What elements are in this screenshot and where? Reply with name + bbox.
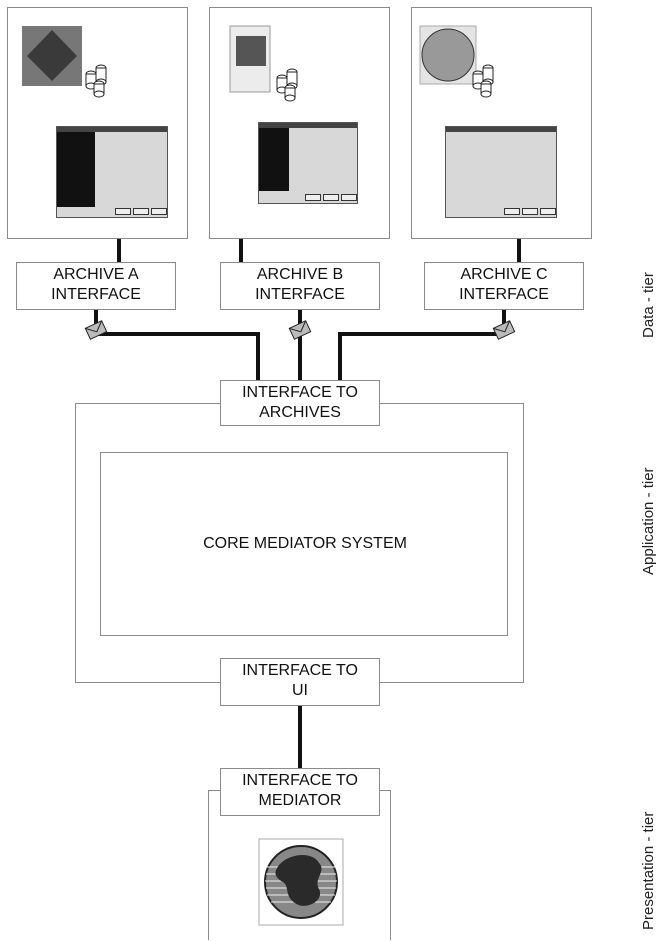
archive-c-interface: ARCHIVE C INTERFACE	[424, 262, 584, 310]
interface-to-mediator: INTERFACE TO MEDIATOR	[220, 768, 380, 816]
globe-icon	[258, 838, 344, 926]
square-database-icon	[229, 25, 298, 102]
archive-a-panel	[7, 7, 188, 239]
archive-a-window	[56, 126, 168, 218]
connector-c-archives	[338, 310, 506, 380]
interface-archives-line2: ARCHIVES	[259, 404, 341, 421]
tier-label-presentation: Presentation - tier	[640, 811, 657, 930]
core-mediator-box: CORE MEDIATOR SYSTEM	[100, 452, 508, 636]
interface-to-archives: INTERFACE TO ARCHIVES	[220, 380, 380, 426]
interface-archives-line1: INTERFACE TO	[242, 384, 358, 401]
archive-c-line1: ARCHIVE C	[460, 266, 548, 283]
diamond-database-icon	[22, 26, 107, 98]
interface-to-ui: INTERFACE TO UI	[220, 658, 380, 706]
interface-ui-line2: UI	[292, 682, 308, 699]
archive-b-panel	[209, 7, 390, 239]
circle-database-icon	[419, 25, 494, 98]
archive-a-line1: ARCHIVE A	[53, 266, 139, 283]
archive-b-window	[258, 122, 358, 204]
core-mediator-label: CORE MEDIATOR SYSTEM	[203, 535, 407, 552]
connector-a-archives	[94, 310, 260, 380]
archive-b-interface: ARCHIVE B INTERFACE	[220, 262, 380, 310]
presentation-frame	[208, 790, 391, 940]
archive-c-line2: INTERFACE	[459, 286, 549, 303]
interface-ui-line1: INTERFACE TO	[242, 662, 358, 679]
archive-c-panel	[411, 7, 592, 239]
archive-b-line1: ARCHIVE B	[256, 266, 344, 283]
interface-mediator-line1: INTERFACE TO	[242, 772, 358, 789]
interface-mediator-line2: MEDIATOR	[258, 792, 342, 809]
tier-label-application: Application - tier	[640, 467, 657, 575]
archive-a-line2: INTERFACE	[51, 286, 141, 303]
tier-label-data: Data - tier	[640, 272, 657, 338]
archive-c-window	[445, 126, 557, 218]
archive-b-line2: INTERFACE	[255, 286, 345, 303]
archive-a-interface: ARCHIVE A INTERFACE	[16, 262, 176, 310]
